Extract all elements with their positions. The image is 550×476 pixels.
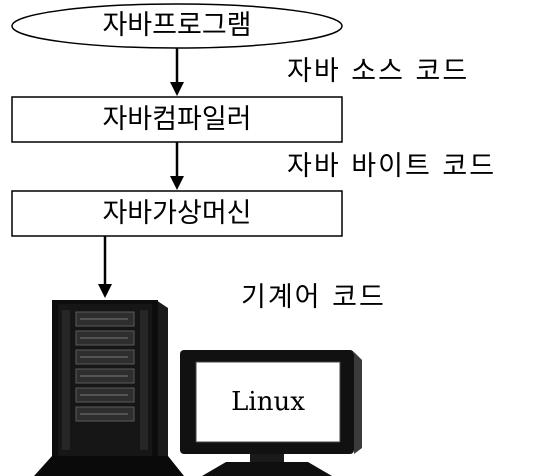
- arrow-jvm-to-hardware: [98, 236, 112, 298]
- monitor-screen: [195, 361, 341, 443]
- monitor-screen-label: Linux: [231, 387, 305, 417]
- node-java-virtual-machine-label: 자바가상머신: [102, 198, 251, 229]
- jvm-box: [11, 190, 343, 237]
- arrow-compiler-to-jvm: [170, 142, 184, 190]
- node-java-compiler-label: 자바컴파일러: [102, 104, 251, 135]
- node-java-compiler: 자바컴파일러: [11, 96, 343, 143]
- desktop-monitor-icon: Linux: [180, 350, 362, 476]
- node-java-program-label: 자바프로그램: [102, 10, 251, 41]
- node-java-program: 자바프로그램: [11, 3, 343, 49]
- label-java-bytecode: 자바 바이트 코드: [287, 151, 496, 182]
- server-tower-icon: [34, 300, 184, 476]
- arrow-program-to-compiler: [170, 48, 184, 96]
- label-machine-code: 기계어 코드: [241, 282, 386, 313]
- compiler-box: [11, 96, 343, 143]
- label-java-source-code: 자바 소스 코드: [287, 56, 469, 87]
- node-java-virtual-machine: 자바가상머신: [11, 190, 343, 237]
